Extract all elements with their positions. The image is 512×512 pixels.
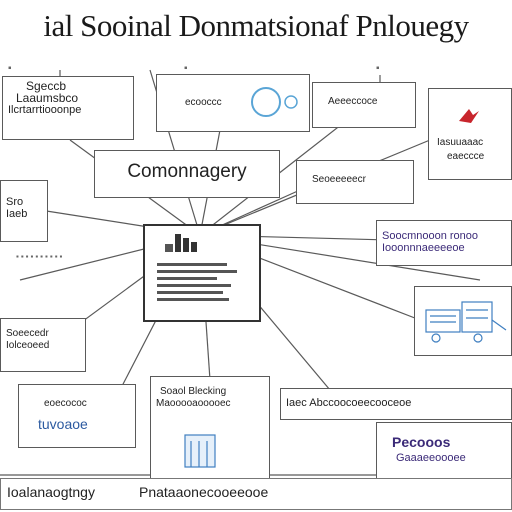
box-top-left: Sgeccb Laaumsbco Ilcrtarrtiooonpe [2, 76, 134, 140]
box-left-mid: Sro Iaeb [0, 180, 48, 242]
box-top-left-line3: Ilcrtarrtiooonpe [8, 104, 82, 116]
chart-mini-icon [165, 234, 197, 252]
machine-icon [425, 301, 507, 343]
doc-line [157, 277, 217, 280]
box-bottom-right-purple-line2: Gaaaeeoooee [396, 452, 466, 464]
footer-right-label: Pnataaonecooeeooe [139, 484, 269, 500]
box-top-left-line2: Laaumsbco [16, 91, 79, 105]
box-bottom-center-line1: Soaol Blecking [160, 386, 227, 397]
box-bottom-right-line: Iaec Abccoocoeecooceoe [280, 388, 512, 420]
box-bottom-right-purple-line1: Pecooos [392, 434, 451, 450]
left-dots: ▪▪▪▪▪▪▪▪▪▪ [16, 252, 65, 261]
circle-icon [251, 87, 298, 117]
doc-line [157, 270, 237, 273]
diagram-title: ial Sooinal Donmatsionaf Pnlouegy [43, 8, 469, 43]
box-right-red-line1: Iasuuaaac [437, 137, 484, 148]
doc-line [157, 298, 229, 301]
box-left-lower: Soeecedr Iolceoeed [0, 318, 86, 372]
box-right-mid-label: Seoeeeeecr [312, 174, 366, 185]
doc-line [157, 263, 227, 266]
box-bottom-mid-left-blue: tuvoaoe [38, 416, 88, 432]
box-top-right: Aeeeccoce [312, 82, 416, 128]
footer-left-label: Ioalanaogtngy [7, 484, 95, 500]
flag-icon [459, 109, 479, 123]
box-bottom-center: Soaol Blecking Maooooaooooec [150, 376, 270, 480]
marker-dot: ▪ [8, 63, 14, 74]
box-right-red-line2: eaeccce [447, 151, 485, 162]
box-right-machine [414, 286, 512, 356]
box-left-mid-line1: Sro [6, 196, 24, 208]
marker-dot: ▪ [184, 63, 190, 74]
document-icon [143, 224, 261, 322]
box-center-big-label: Comonnagery [127, 161, 247, 182]
box-right-purple-line2: Iooonnnaeeeeoe [382, 242, 465, 254]
box-bottom-right-purple: Pecooos Gaaaeeoooee [376, 422, 512, 486]
box-center-big: Comonnagery [94, 150, 280, 198]
box-bottom-right-line-label: Iaec Abccoocoeecooceoe [286, 397, 412, 409]
doc-line [157, 284, 231, 287]
box-left-lower-line1: Soeecedr [6, 328, 49, 339]
box-top-left-line1: Sgeccb [26, 79, 67, 93]
doc-line [157, 291, 223, 294]
box-right-red: Iasuuaaac eaeccce [428, 88, 512, 180]
box-top-right-label: Aeeeccoce [328, 96, 378, 107]
box-right-purple-line1: Soocmnooon ronoo [382, 230, 479, 242]
box-top-center: ecooccc [156, 74, 310, 132]
box-left-lower-line2: Iolceoeed [6, 340, 50, 351]
box-bottom-mid-left-label: eoecococ [44, 398, 87, 409]
box-right-purple: Soocmnooon ronoo Iooonnnaeeeeoe [376, 220, 512, 266]
marker-dot: ▪ [376, 63, 382, 74]
box-right-mid: Seoeeeeecr [296, 160, 414, 204]
box-bottom-mid-left: eoecococ tuvoaoe [18, 384, 136, 448]
box-bottom-center-line2: Maooooaooooec [156, 398, 231, 409]
box-left-mid-line2: Iaeb [6, 208, 28, 220]
box-top-center-label: ecooccc [185, 97, 222, 108]
building-icon [184, 434, 216, 468]
footer-box: Ioalanaogtngy Pnataaonecooeeooe [0, 478, 512, 510]
